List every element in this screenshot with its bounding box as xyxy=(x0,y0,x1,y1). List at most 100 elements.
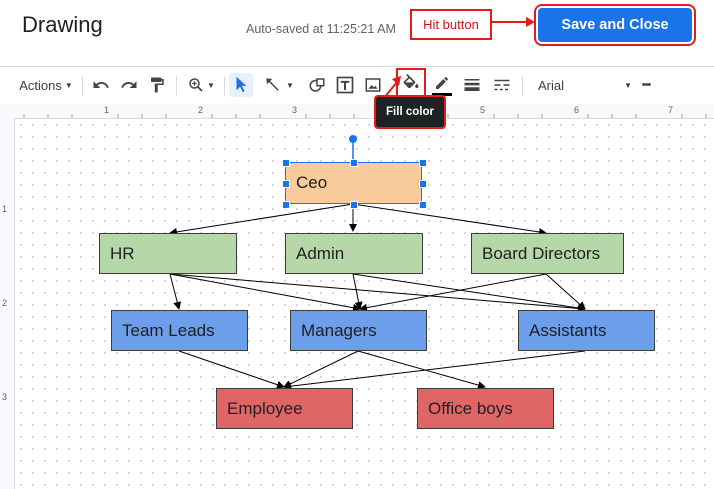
line-arrow-icon xyxy=(266,78,279,91)
connector-board-managers xyxy=(359,273,547,312)
ruler-label: 2 xyxy=(2,298,8,308)
node-team-leads[interactable]: Team Leads xyxy=(111,310,248,351)
toolbar: Actions ▼ ▼ ▼ Aria xyxy=(0,68,714,102)
ruler-label: 6 xyxy=(574,105,580,115)
text-box-button[interactable] xyxy=(334,73,356,97)
node-hr[interactable]: HR xyxy=(99,233,237,274)
toolbar-divider xyxy=(82,76,83,96)
ruler-label: 3 xyxy=(292,105,298,115)
border-color-swatch xyxy=(432,92,452,96)
node-label: Office boys xyxy=(428,398,513,418)
annotation-arrow-right xyxy=(492,17,535,27)
annotation-arrow-head xyxy=(392,76,401,86)
node-label: Managers xyxy=(301,320,377,340)
actions-menu[interactable]: Actions ▼ xyxy=(18,73,74,97)
border-dash-icon xyxy=(494,79,510,91)
annotation-hit-button: Hit button xyxy=(410,9,492,40)
resize-handle[interactable] xyxy=(419,159,427,167)
resize-handle[interactable] xyxy=(282,159,290,167)
font-select[interactable]: Arial ▼ xyxy=(532,73,632,97)
connector-hr-assistants xyxy=(169,273,586,313)
ruler-label: 1 xyxy=(104,105,110,115)
ruler-ticks xyxy=(23,114,707,118)
header-divider xyxy=(0,66,714,67)
border-weight-icon xyxy=(464,79,480,91)
resize-handle[interactable] xyxy=(419,201,427,209)
font-select-value: Arial xyxy=(538,77,565,93)
chevron-down-icon: ▼ xyxy=(207,80,215,90)
image-button[interactable] xyxy=(362,73,384,97)
node-label: HR xyxy=(110,243,135,263)
ruler-label: 1 xyxy=(2,204,8,214)
node-label: Employee xyxy=(227,398,303,418)
image-icon xyxy=(365,78,381,92)
toolbar-divider xyxy=(176,76,177,96)
connector-admin-assistants xyxy=(352,273,586,312)
resize-handle[interactable] xyxy=(282,201,290,209)
save-and-close-button[interactable]: Save and Close xyxy=(538,8,692,42)
ruler-label: 2 xyxy=(198,105,204,115)
node-employee[interactable]: Employee xyxy=(216,388,353,429)
node-assistants[interactable]: Assistants xyxy=(518,310,655,351)
paint-bucket-icon xyxy=(403,74,419,89)
shape-tool-button[interactable] xyxy=(306,73,328,97)
node-ceo[interactable]: Ceo xyxy=(285,162,422,204)
app-title: Drawing xyxy=(22,12,103,37)
node-label: Ceo xyxy=(296,173,328,192)
toolbar-divider xyxy=(224,76,225,96)
paint-format-icon xyxy=(151,77,164,93)
border-color-button[interactable] xyxy=(430,73,454,97)
node-label: Assistants xyxy=(529,320,607,340)
actions-label: Actions xyxy=(19,77,62,93)
resize-handle[interactable] xyxy=(350,201,358,209)
ruler-label: 7 xyxy=(668,105,674,115)
chevron-down-icon: ▼ xyxy=(286,80,294,90)
node-admin[interactable]: Admin xyxy=(285,233,423,274)
redo-button[interactable] xyxy=(118,73,140,97)
connector-hr-managers xyxy=(169,273,361,312)
fill-color-tooltip: Fill color xyxy=(374,95,446,129)
zoom-button[interactable]: ▼ xyxy=(184,73,218,97)
border-weight-button[interactable] xyxy=(460,73,484,97)
connector-ceo-board xyxy=(352,203,547,236)
connector-managers-officeboys xyxy=(357,350,486,389)
resize-handle[interactable] xyxy=(282,180,290,188)
chevron-down-icon: ▼ xyxy=(64,80,73,90)
connector-teamleads-employee xyxy=(178,350,285,389)
connector-managers-employee xyxy=(283,350,359,388)
toolbar-divider xyxy=(522,76,523,96)
resize-handle[interactable] xyxy=(419,180,427,188)
line-tool-button[interactable]: ▼ xyxy=(258,73,300,97)
text-box-icon xyxy=(336,76,354,94)
select-tool-button[interactable] xyxy=(229,73,253,97)
cursor-arrow-icon xyxy=(236,76,247,93)
chevron-down-icon: ▼ xyxy=(624,80,632,90)
pencil-icon xyxy=(436,76,448,89)
undo-icon xyxy=(93,81,109,88)
border-dash-button[interactable] xyxy=(490,73,514,97)
ruler-vertical: 1 2 3 xyxy=(0,118,15,489)
node-label: Board Directors xyxy=(482,243,601,263)
node-managers[interactable]: Managers xyxy=(290,310,427,351)
autosave-status: Auto-saved at 11:25:21 AM xyxy=(246,22,396,36)
node-label: Team Leads xyxy=(122,320,215,340)
annotation-arrow-line xyxy=(383,81,398,99)
paint-format-button[interactable] xyxy=(146,73,168,97)
zoom-icon xyxy=(189,78,203,92)
connector-assistants-employee xyxy=(283,350,586,391)
undo-button[interactable] xyxy=(90,73,112,97)
redo-icon xyxy=(121,81,137,88)
ruler-horizontal: 1 2 3 4 5 6 7 xyxy=(0,104,714,119)
node-office-boys[interactable]: Office boys xyxy=(417,388,554,429)
connector-hr-teamleads xyxy=(169,273,182,310)
ruler-label: 5 xyxy=(480,105,486,115)
resize-handle[interactable] xyxy=(350,159,358,167)
node-board-directors[interactable]: Board Directors xyxy=(471,233,624,274)
connector-ceo-hr xyxy=(169,203,354,236)
fill-color-button[interactable] xyxy=(396,68,426,100)
connector-board-assistants xyxy=(545,273,586,310)
more-options-button[interactable]: ••• xyxy=(641,79,652,91)
connector-admin-managers xyxy=(352,273,363,310)
shape-icon xyxy=(309,78,325,92)
